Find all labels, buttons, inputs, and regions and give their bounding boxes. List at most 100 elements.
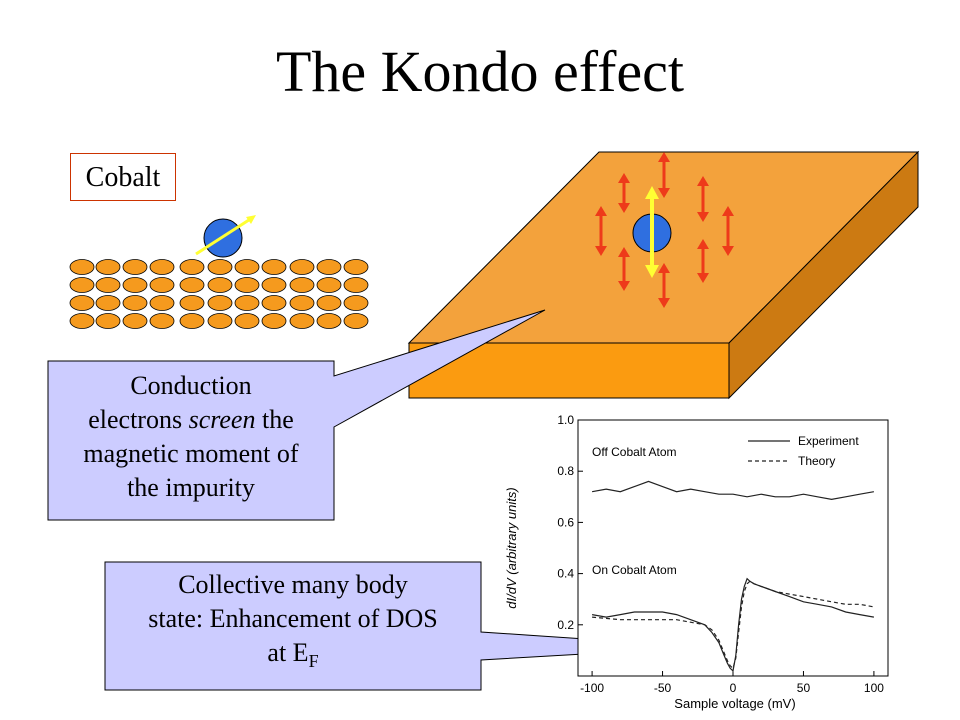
- lattice-atom: [69, 277, 95, 293]
- lattice-atom: [179, 295, 205, 311]
- spin-arrow: [595, 206, 607, 256]
- lattice-atom: [122, 259, 148, 275]
- spin-arrowhead: [658, 263, 670, 273]
- lattice-atom: [179, 277, 205, 293]
- callout-line: magnetic moment of: [83, 439, 299, 468]
- lattice-atom: [149, 295, 175, 311]
- lattice-atom: [179, 313, 205, 329]
- lattice-atom: [316, 277, 342, 293]
- lattice-atom: [261, 259, 287, 275]
- y-axis-label: dI/dV (arbitrary units): [504, 487, 519, 608]
- lattice-atom: [207, 295, 233, 311]
- spin-arrowhead: [697, 273, 709, 283]
- lattice-atom: [261, 277, 287, 293]
- spin-arrow: [618, 247, 630, 291]
- lattice-atom: [179, 259, 205, 275]
- lattice-atom: [69, 295, 95, 311]
- lattice-atom: [261, 313, 287, 329]
- plot-frame: [577, 419, 889, 677]
- x-tick-label: 50: [797, 681, 811, 695]
- lattice-atom: [316, 313, 342, 329]
- spin-arrow: [195, 216, 253, 256]
- lattice-atom: [207, 313, 233, 329]
- lattice-atom: [343, 259, 369, 275]
- lattice-atom: [122, 277, 148, 293]
- lattice-atom: [149, 259, 175, 275]
- lattice-atom: [343, 295, 369, 311]
- spin-arrowhead: [618, 173, 630, 183]
- spin-arrow: [658, 152, 670, 198]
- lattice-atom: [122, 295, 148, 311]
- spin-arrowhead: [722, 206, 734, 216]
- spin-arrowhead: [658, 298, 670, 308]
- callout-collective: Collective many body state: Enhancement …: [105, 568, 481, 678]
- lattice-atom: [234, 313, 260, 329]
- callout-screening: Conduction electrons screen the magnetic…: [48, 369, 334, 505]
- spin-arrowhead: [722, 246, 734, 256]
- spin-arrowhead: [697, 239, 709, 249]
- x-tick-label: -50: [654, 681, 672, 695]
- slab-impurity: [632, 186, 672, 278]
- lattice-atom: [316, 259, 342, 275]
- lattice-atom: [343, 277, 369, 293]
- cobalt-impurity: [195, 215, 256, 258]
- lattice-atom: [95, 259, 121, 275]
- spin-arrow: [697, 176, 709, 222]
- lattice-atom: [234, 277, 260, 293]
- slide-title: The Kondo effect: [276, 39, 684, 104]
- spin-arrowhead: [658, 152, 670, 162]
- x-tick-label: 100: [864, 681, 884, 695]
- y-tick-label: 1.0: [557, 413, 574, 427]
- lattice-atom: [149, 277, 175, 293]
- fermi-subscript: F: [308, 651, 319, 672]
- callout-line: the impurity: [127, 473, 255, 502]
- lattice-atom: [95, 295, 121, 311]
- cobalt-label: Cobalt: [70, 153, 176, 201]
- x-axis-label: Sample voltage (mV): [674, 696, 795, 711]
- impurity-spin-arrowhead: [645, 265, 659, 278]
- spin-arrowhead: [697, 176, 709, 186]
- lattice-atom: [316, 295, 342, 311]
- callout-screening-shape: [47, 309, 546, 521]
- callout-text-part: at E: [267, 638, 309, 667]
- callout-line: at EF: [105, 636, 481, 678]
- spin-arrowhead: [618, 281, 630, 291]
- y-tick-label: 0.6: [557, 515, 574, 529]
- lattice-atom: [289, 259, 315, 275]
- annotation-off-cobalt: Off Cobalt Atom: [592, 445, 677, 459]
- x-tick-label: 0: [730, 681, 737, 695]
- lattice-atom: [234, 295, 260, 311]
- spin-arrowhead: [595, 246, 607, 256]
- spin-arrowhead: [595, 206, 607, 216]
- y-tick-label: 0.2: [557, 618, 574, 632]
- series-experiment: [591, 480, 875, 501]
- callout-line: Conduction: [130, 371, 252, 400]
- lattice-atom: [343, 313, 369, 329]
- lattice-atom: [234, 259, 260, 275]
- annotation-on-cobalt: On Cobalt Atom: [592, 563, 677, 577]
- callout-line: state: Enhancement of DOS: [148, 604, 438, 633]
- lattice-atom: [95, 277, 121, 293]
- spin-arrowhead: [658, 188, 670, 198]
- lattice-atom: [207, 277, 233, 293]
- legend-label: Experiment: [798, 434, 859, 448]
- spin-arrowhead: [246, 215, 256, 224]
- lattice-atom: [69, 259, 95, 275]
- callout-italic-word: screen: [188, 405, 256, 434]
- lattice-atom: [289, 313, 315, 329]
- callout-text-part: the: [255, 405, 294, 434]
- spin-arrowhead: [618, 247, 630, 257]
- lattice-atom: [207, 259, 233, 275]
- spin-arrow: [618, 173, 630, 213]
- series-experiment: [591, 577, 875, 673]
- y-tick-label: 0.8: [557, 464, 574, 478]
- spin-arrowhead: [618, 203, 630, 213]
- callout-text-part: electrons: [88, 405, 189, 434]
- lattice-atom: [289, 295, 315, 311]
- lattice-atom: [69, 313, 95, 329]
- lattice-atom: [95, 313, 121, 329]
- atom-lattice: [69, 259, 369, 329]
